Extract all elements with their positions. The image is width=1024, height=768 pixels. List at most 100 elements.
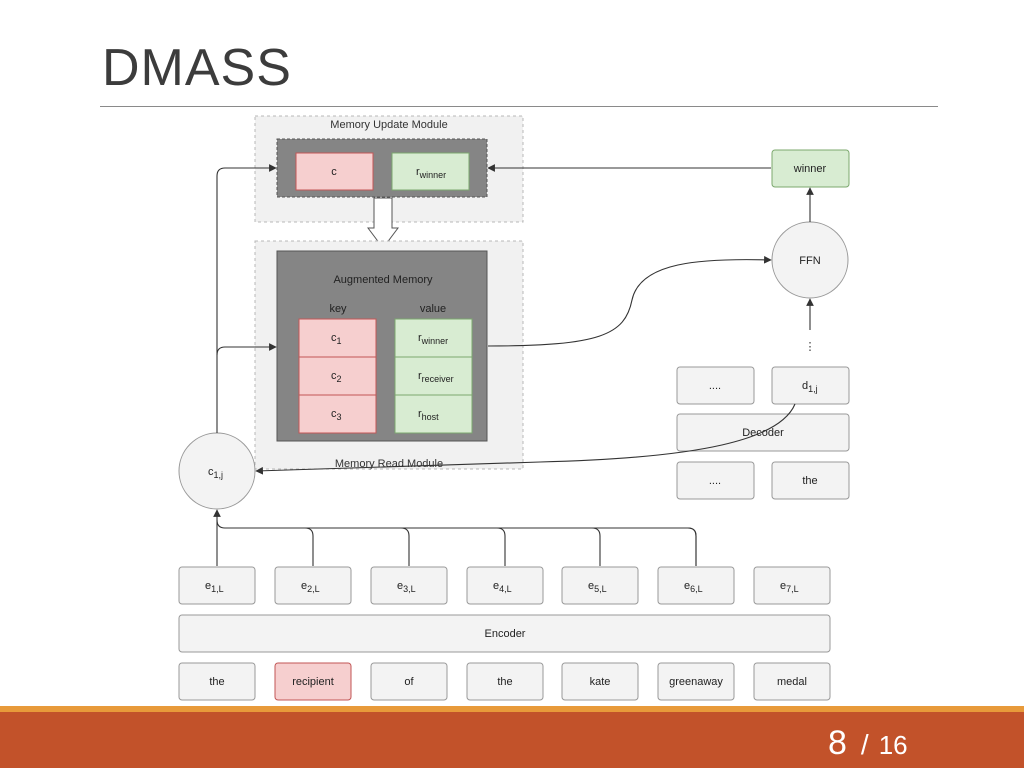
sym-sub: 2,L (307, 584, 320, 594)
winner-output-box (771, 149, 850, 188)
sym-base: r (418, 332, 422, 344)
memory-value-cell (394, 356, 473, 396)
sym-base: c (331, 332, 337, 344)
sym-sub: 1,j (808, 384, 818, 394)
sym-base: e (684, 580, 690, 592)
winner-output-label: winner (793, 163, 827, 175)
decoder-to-query-arrow (255, 403, 796, 475)
encoder-input-box (274, 662, 352, 701)
encoder-output-box (561, 566, 639, 605)
memory-value-cell (394, 394, 473, 434)
ffn-label: FFN (799, 255, 820, 267)
sym-sub: 1,L (211, 584, 224, 594)
sym-sub: 3,L (403, 584, 416, 594)
update-r-winner-cell (391, 152, 470, 191)
slide-title: DMASS (102, 39, 292, 97)
query-node-label: c1,j (208, 466, 223, 480)
vertical-ellipsis: ⋮ (805, 341, 816, 353)
decoder-dots-bottom-box (676, 461, 755, 500)
encoder-output-label: e3,L (397, 580, 416, 594)
memory-key-label: c3 (331, 408, 342, 422)
encoder-output-label: e4,L (493, 580, 512, 594)
memory-update-module-label: Memory Update Module (330, 119, 447, 131)
sym-sub: 6,L (690, 584, 703, 594)
encoder-link-line (687, 527, 697, 566)
decoder-state-label: d1,j (802, 380, 818, 394)
sym-base: r (416, 166, 420, 178)
encoder-output-box (657, 566, 735, 605)
decoder-state-box (771, 366, 850, 405)
sym-sub: 3 (337, 412, 342, 422)
decoder-dots-bottom-label: .... (709, 475, 721, 487)
query-to-update-arrow (216, 164, 277, 433)
encoder-output-box (178, 566, 256, 605)
sym-sub: 4,L (499, 584, 512, 594)
update-r-winner-label: rwinner (416, 166, 446, 180)
encoder-input-box (561, 662, 639, 701)
sym-base: c (331, 408, 337, 420)
memory-value-label: rreceiver (418, 370, 454, 384)
memory-key-cell (298, 356, 377, 396)
footer-accent-line (0, 706, 1024, 712)
sym-base: e (205, 580, 211, 592)
encoder-input-label: the (497, 676, 512, 688)
sym-base: e (301, 580, 307, 592)
encoder-input-box (178, 662, 256, 701)
encoder-output-box (274, 566, 352, 605)
sym-base: r (418, 408, 422, 420)
sym-base: e (780, 580, 786, 592)
encoder-output-label: e2,L (301, 580, 320, 594)
encoder-link-line (400, 527, 410, 566)
sym-sub: 1 (337, 336, 342, 346)
query-to-read-arrow (216, 343, 277, 356)
sym-sub: receiver (422, 374, 454, 384)
encoder-input-label: the (209, 676, 224, 688)
decoder-dots-top-box (676, 366, 755, 405)
memory-key-cell (298, 394, 377, 434)
encoder-input-box (466, 662, 544, 701)
encoder-output-box (370, 566, 448, 605)
memory-key-label: c1 (331, 332, 342, 346)
encoder-input-box (370, 662, 448, 701)
encoder-link-line (591, 527, 601, 566)
memory-value-label: rwinner (418, 332, 448, 346)
value-header: value (420, 303, 446, 315)
memory-key-cell (298, 318, 377, 358)
encoder-output-label: e1,L (205, 580, 224, 594)
key-header: key (329, 303, 347, 315)
encoder-output-label: e5,L (588, 580, 607, 594)
memory-value-label: rhost (418, 408, 439, 422)
slide-footer (0, 712, 1024, 768)
page-total: 16 (878, 730, 908, 760)
encoder-input-label: of (404, 676, 414, 688)
page-current: 8 (828, 724, 847, 762)
sym-base: e (588, 580, 594, 592)
encoder-output-label: e6,L (684, 580, 703, 594)
sym-sub: winner (419, 170, 447, 180)
sym-sub: winner (421, 336, 449, 346)
encoder-input-label: greenaway (669, 676, 723, 688)
encoder-input-box (753, 662, 831, 701)
encoder-link-line (304, 527, 314, 566)
update-c-cell (295, 152, 374, 191)
dmass-architecture-diagram: Memory Update Module c rwinner Augmented… (178, 115, 850, 701)
encoder-link-line (496, 527, 506, 566)
write-arrow-icon (367, 197, 399, 249)
encoder-input-label: kate (590, 676, 611, 688)
page-separator: / (860, 729, 869, 760)
sym-base: r (418, 370, 422, 382)
encoder-label: Encoder (485, 628, 526, 640)
update-c-label: c (331, 166, 337, 178)
encoder-input-box (657, 662, 735, 701)
encoder-input-label: recipient (292, 676, 334, 688)
sym-base: c (331, 370, 337, 382)
sym-base: c (208, 466, 214, 478)
sym-base: d (802, 380, 808, 392)
decoder-input-label: the (802, 475, 817, 487)
encoder-input-label: medal (777, 676, 807, 688)
memory-to-ffn-arrow (487, 255, 772, 347)
encoder-box (178, 614, 831, 653)
augmented-memory-label: Augmented Memory (333, 274, 433, 286)
encoder-output-box (466, 566, 544, 605)
sym-base: e (493, 580, 499, 592)
